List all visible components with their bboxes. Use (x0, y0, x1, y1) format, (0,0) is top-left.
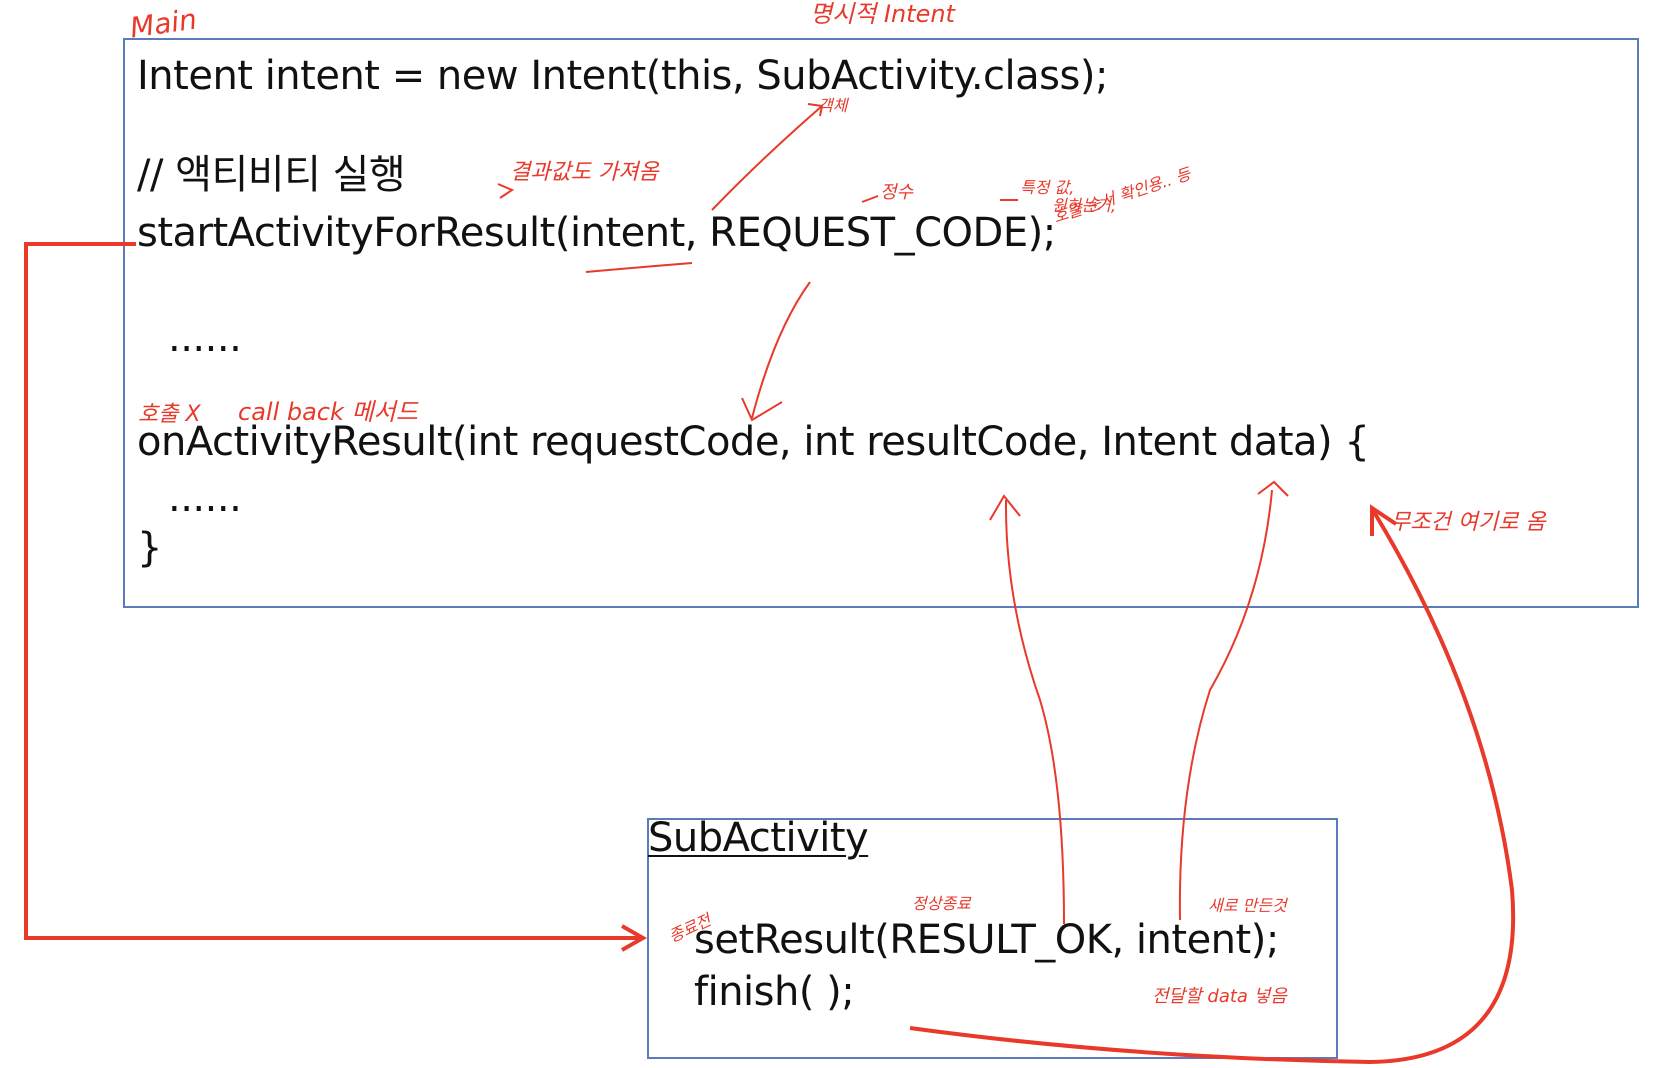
launch-arrow-head (621, 924, 648, 952)
note-callback-method: call back 메서드 (238, 398, 418, 426)
note-no-call: 호출 X (138, 402, 201, 427)
code-ellipsis-2: ...... (168, 475, 242, 521)
code-close-brace: } (137, 525, 162, 571)
code-set-result-line: setResult(RESULT_OK, intent); (694, 917, 1279, 963)
note-integer: 정수 (880, 182, 914, 203)
note-object: 객체 (818, 96, 848, 115)
note-always-here: 무조건 여기로 옴 (1390, 510, 1546, 535)
note-result-value: 결과값도 가져옴 (510, 160, 659, 185)
code-comment-line: // 액티비티 실행 (137, 152, 406, 198)
code-ellipsis-1: ...... (168, 315, 242, 361)
note-new-made: 새로 만든것 (1208, 896, 1287, 915)
code-callback-line: onActivityResult(int requestCode, int re… (137, 419, 1370, 465)
note-deliver-data: 전달할 data 넣음 (1152, 986, 1287, 1007)
code-finish-line: finish( ); (694, 969, 855, 1015)
note-normal-exit: 정상종료 (912, 894, 971, 913)
sub-activity-title: SubActivity (648, 815, 869, 861)
note-explicit-intent: 명시적 Intent (810, 0, 955, 28)
code-start-activity-line: startActivityForResult(intent, REQUEST_C… (137, 210, 1056, 256)
note-specific-value-1: 특정 값, (1020, 178, 1075, 197)
note-specific-value-2: 원하는거, (1052, 196, 1116, 215)
note-main-label: Main (127, 2, 199, 45)
code-intent-line: Intent intent = new Intent(this, SubActi… (137, 53, 1108, 99)
